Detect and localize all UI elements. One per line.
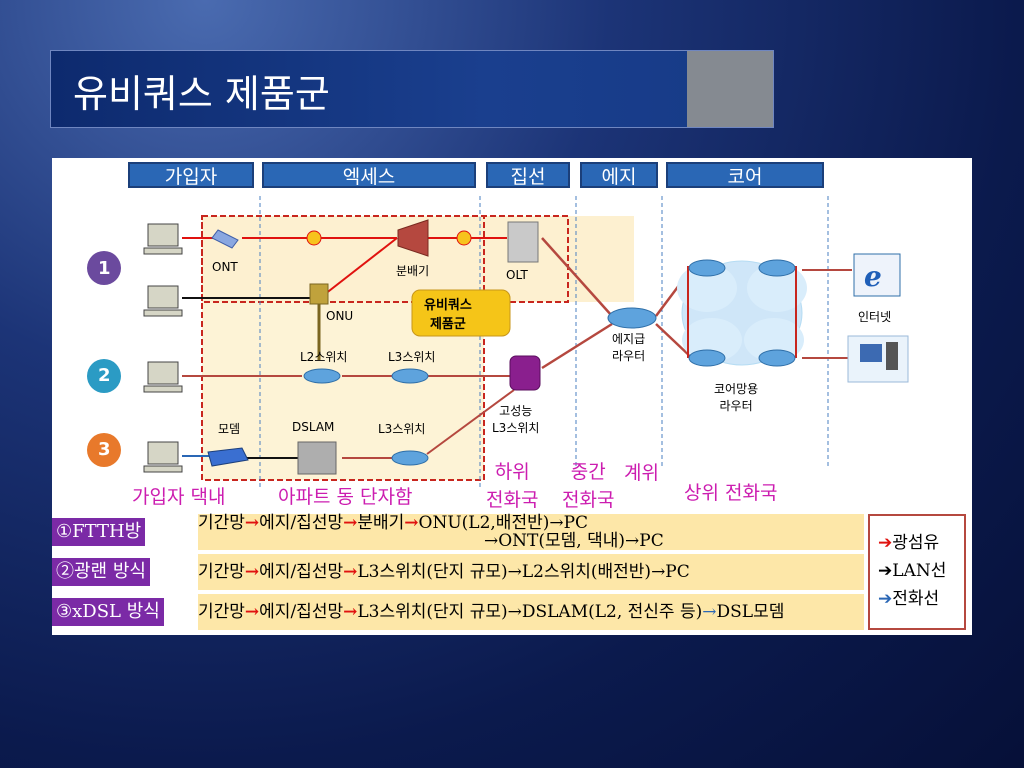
xdsl-path: L3스위치(단지 규모)→DSLAM(L2, 전신주 등) — [357, 602, 703, 622]
col-header-edge: 에지 — [580, 162, 658, 188]
number-circle-2 — [87, 359, 121, 393]
high-performance-l3-icon — [509, 355, 541, 391]
xdsl-modem: DSL모뎀 — [716, 602, 785, 622]
core-router-label: 코어망용 라우터 — [714, 382, 759, 413]
zone-middle-office: 중간 전화국 — [562, 461, 615, 511]
number-circle-1 — [87, 251, 121, 285]
fiber-arrow-icon: ➔ — [878, 533, 893, 553]
product-badge-label: 유비쿼스 제품군 — [424, 298, 472, 332]
row-optical-lan-text: 기간망→에지/집선망→L3스위치(단지 규모)→L2스위치(배전반)→PC — [198, 554, 864, 590]
edge-router-label: 에지급 라우터 — [612, 332, 646, 363]
dslam-label: DSLAM — [292, 420, 335, 434]
ont-icon — [211, 229, 239, 249]
lan-arrow-icon: ➔ — [878, 561, 893, 581]
ftth-edge: 에지/집선망 — [259, 513, 344, 533]
xdsl-edge: 에지/집선망 — [259, 602, 344, 622]
olt-label: OLT — [506, 268, 528, 282]
splitter-label: 분배기 — [396, 264, 430, 278]
row-ftth: ①FTTH방 기간망→에지/집선망→분배기→ONU(L2,배전반)→PC →ON… — [52, 514, 864, 550]
row-xdsl-label: ③xDSL 방식 — [52, 598, 164, 626]
number-3: 3 — [98, 439, 111, 460]
zone-boundary: 계위 — [624, 462, 659, 484]
network-diagram: e — [87, 196, 909, 488]
internet-icon — [853, 253, 901, 297]
number-circle-3 — [87, 433, 121, 467]
ftth-ont: →ONT(모뎀, 댁내)→PC — [484, 531, 664, 551]
row-optical-lan: ②광랜 방식 기간망→에지/집선망→L3스위치(단지 규모)→L2스위치(배전반… — [52, 554, 864, 590]
slide-title: 유비쿼스 제품군 — [73, 72, 330, 116]
ont-label: ONT — [212, 260, 238, 274]
line-legend: ➔광섬유 ➔LAN선 ➔전화선 — [868, 514, 966, 630]
subscriber-pc-icons — [143, 223, 183, 473]
zone-subscriber: 가입자 댁내 — [132, 486, 226, 508]
fiber-connector-icon — [306, 230, 322, 246]
l3-switch-label-b: L3스위치 — [378, 422, 426, 436]
col-header-subscriber: 가입자 — [128, 162, 254, 188]
row-ftth-text: 기간망→에지/집선망→분배기→ONU(L2,배전반)→PC →ONT(모뎀, 댁… — [198, 514, 864, 550]
zone-lower-office: 하위 전화국 — [486, 461, 539, 511]
ftth-onu: ONU(L2,배전반)→PC — [418, 513, 589, 533]
number-1: 1 — [98, 258, 111, 279]
svg-text:e: e — [864, 260, 882, 293]
modem-label: 모뎀 — [218, 422, 241, 436]
zone-upper-office: 상위 전화국 — [684, 482, 778, 504]
modem-icon — [207, 447, 249, 467]
xdsl-backbone: 기간망 — [198, 602, 245, 622]
title-bar: 유비쿼스 제품군 — [50, 50, 774, 128]
lan-path: L3스위치(단지 규모)→L2스위치(배전반)→PC — [357, 562, 690, 582]
title-accent-block — [687, 51, 773, 127]
legend-lan: LAN선 — [892, 561, 947, 581]
internet-label: 인터넷 — [858, 310, 892, 324]
product-zone-border — [201, 215, 485, 481]
edge-router-icon — [607, 307, 657, 329]
diagram-panel: 가입자 엑세스 집선 에지 코어 — [52, 158, 972, 635]
lan-backbone: 기간망 — [198, 562, 245, 582]
lan-edge: 에지/집선망 — [259, 562, 344, 582]
dslam-icon — [297, 441, 337, 475]
zone-apartment: 아파트 동 단자함 — [278, 486, 413, 508]
core-cloud — [677, 260, 807, 366]
switch-icons — [303, 368, 429, 466]
l3-switch-label-a: L3스위치 — [388, 350, 436, 364]
col-header-aggregation: 집선 — [486, 162, 570, 188]
legend-phone: 전화선 — [892, 589, 940, 609]
row-optical-lan-label: ②광랜 방식 — [52, 558, 150, 586]
row-xdsl-text: 기간망→에지/집선망→L3스위치(단지 규모)→DSLAM(L2, 전신주 등)… — [198, 594, 864, 630]
onu-icon — [309, 283, 329, 305]
l2-switch-label: L2스위치 — [300, 350, 348, 364]
onu-label: ONU — [326, 309, 354, 323]
col-header-access: 엑세스 — [262, 162, 476, 188]
ftth-splitter: 분배기 — [357, 513, 405, 533]
legend-fiber: 광섬유 — [892, 533, 940, 553]
high-performance-l3-label: 고성능 L3스위치 — [492, 404, 540, 435]
product-badge — [411, 289, 511, 337]
olt-icon — [507, 221, 539, 263]
splitter-icon — [397, 219, 429, 257]
phone-arrow-icon: ➔ — [878, 589, 893, 609]
row-ftth-label: ①FTTH방 — [52, 518, 146, 546]
row-xdsl: ③xDSL 방식 기간망→에지/집선망→L3스위치(단지 규모)→DSLAM(L… — [52, 594, 864, 630]
fiber-connector-icon — [456, 230, 472, 246]
ftth-backbone: 기간망 — [198, 513, 245, 533]
col-header-core: 코어 — [666, 162, 824, 188]
number-2: 2 — [98, 365, 111, 386]
core-router-icons — [688, 259, 796, 367]
